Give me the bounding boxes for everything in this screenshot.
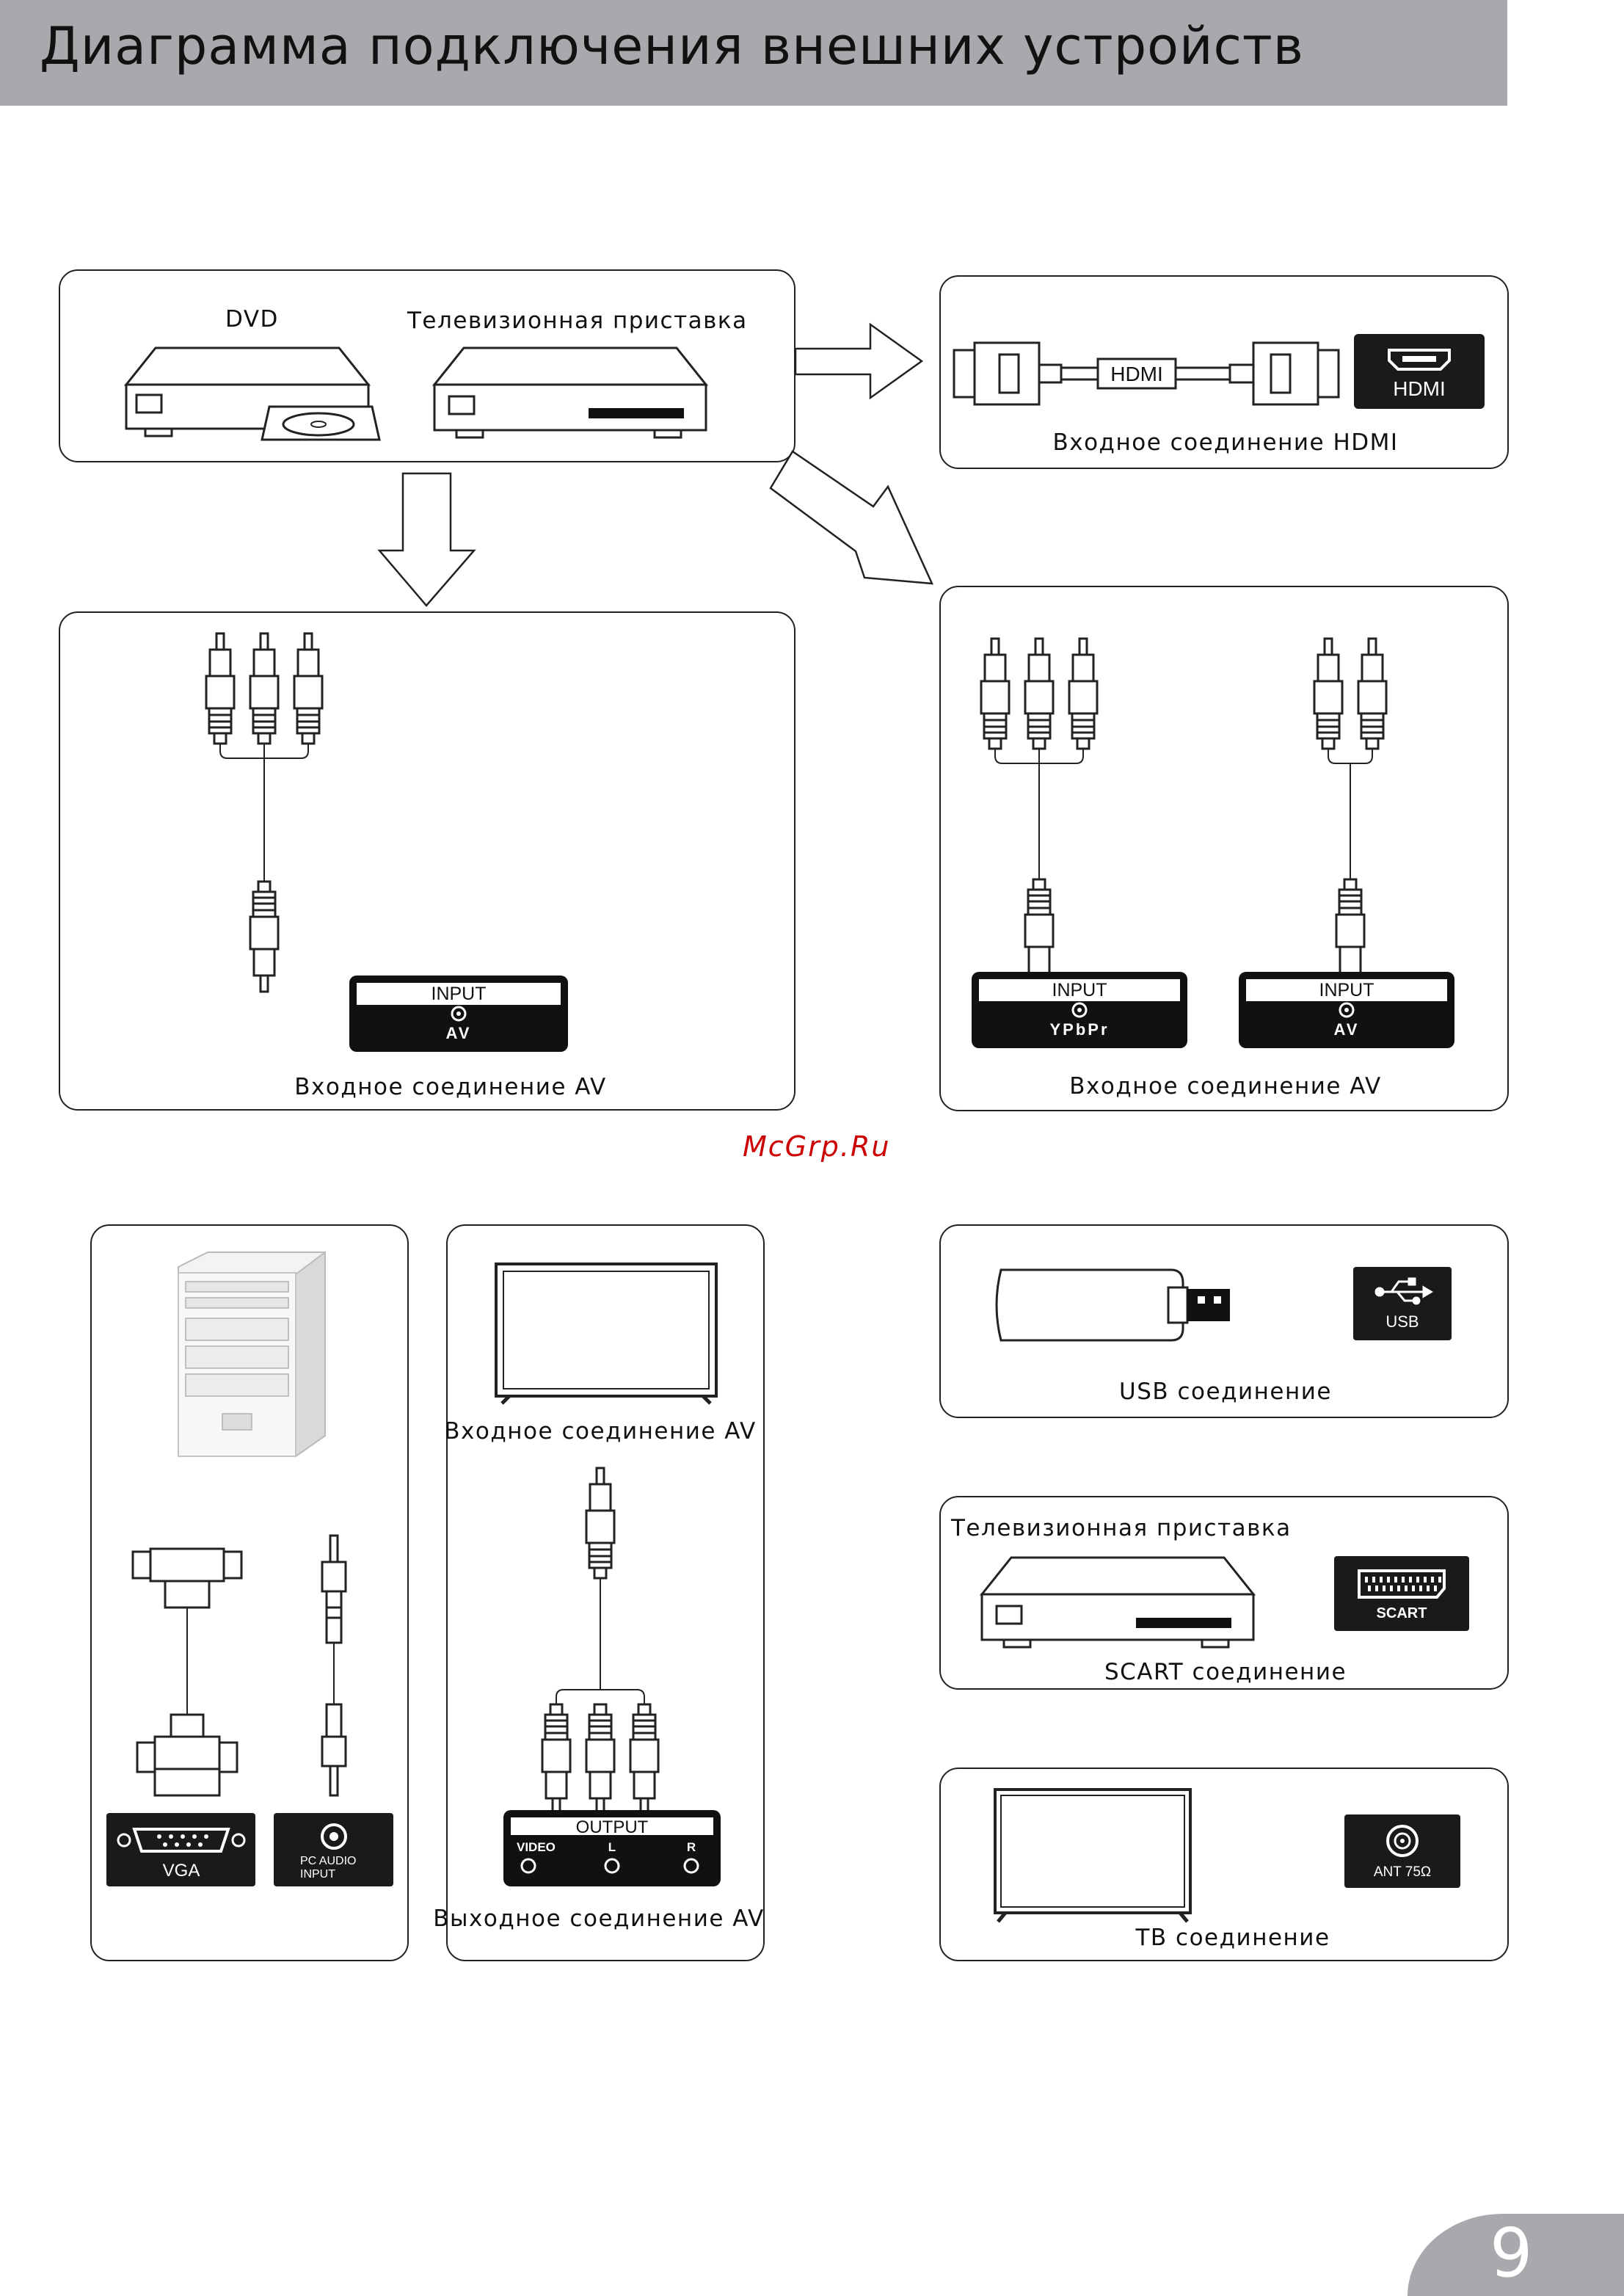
av-left-caption: Входное соединение AV	[294, 1074, 607, 1100]
usb-box: USB USB соединение	[939, 1224, 1509, 1418]
antenna-port-panel: ANT 75Ω	[1344, 1814, 1460, 1888]
page-number: 9	[1490, 2214, 1533, 2292]
av-output-r-label: R	[687, 1840, 696, 1854]
page-title: Диаграмма подключения внешних устройств	[40, 16, 1304, 76]
rca-plug-left	[205, 632, 236, 745]
usb-stick-illustration	[995, 1268, 1230, 1342]
hdmi-port-label: HDMI	[1393, 377, 1446, 400]
tv-illustration	[496, 1264, 724, 1411]
pc-box: VGA PC AUDIO INPUT	[90, 1224, 409, 1961]
page-header-bar: Диаграмма подключения внешних устройств	[0, 0, 1507, 106]
usb-port-panel: USB	[1353, 1267, 1452, 1340]
arrow-right	[794, 322, 924, 400]
usb-caption: USB соединение	[1119, 1378, 1332, 1405]
av-output-caption: Выходное соединение AV	[433, 1906, 765, 1932]
rca-plug-audio-r	[1357, 637, 1388, 750]
scart-port-icon	[1358, 1569, 1446, 1599]
sources-box: DVD Телевизионная приставка	[59, 269, 795, 462]
scart-stb-label: Телевизионная приставка	[951, 1515, 1292, 1541]
scart-port-label: SCART	[1377, 1605, 1427, 1621]
av-output-panel: OUTPUT VIDEO L R	[503, 1810, 721, 1886]
coax-jack-icon	[1386, 1825, 1419, 1857]
rca-plug-middle	[249, 632, 280, 745]
rca-plug-r	[629, 1703, 660, 1816]
pc-audio-port-panel: PC AUDIO INPUT	[274, 1813, 393, 1886]
ypbpr-cable-illustration	[980, 637, 1099, 991]
stb-label: Телевизионная приставка	[407, 308, 748, 334]
dvd-player-illustration	[123, 346, 381, 441]
av-output-cable-illustration	[541, 1467, 660, 1816]
ypbpr-input-panel: INPUT YPbPr	[972, 972, 1187, 1048]
tv-box: ANT 75Ω ТВ соединение	[939, 1768, 1509, 1961]
rca-plug-audio-l	[1313, 637, 1344, 750]
pc-audio-line1: PC AUDIO	[300, 1855, 356, 1867]
hdmi-cable-label: HDMI	[1110, 363, 1163, 385]
rca-plug-y	[980, 637, 1011, 750]
rca-plug-pr	[1068, 637, 1099, 750]
ypbpr-panel-bottom: YPbPr	[1049, 1020, 1109, 1039]
rca-plug-right	[293, 632, 324, 745]
av-cable-illustration	[205, 632, 324, 993]
tv-antenna-illustration	[994, 1788, 1192, 1923]
arrow-diagonal	[769, 450, 934, 585]
av-output-video-label: VIDEO	[517, 1840, 556, 1854]
vga-cable-illustration	[131, 1547, 243, 1797]
av-input-box-right: INPUT YPbPr INPUT AV Входное соединение …	[939, 586, 1509, 1111]
pc-tower-illustration	[178, 1251, 326, 1458]
av-right-caption: Входное соединение AV	[1069, 1073, 1382, 1100]
scart-caption: SCART соединение	[1104, 1659, 1347, 1685]
rca-plug-bottom	[249, 880, 280, 993]
ypbpr-panel-top: INPUT	[1052, 980, 1107, 1000]
av-output-top-caption: Входное соединение AV	[444, 1418, 757, 1445]
vga-port-panel: VGA	[106, 1813, 255, 1886]
hdmi-cable-illustration: HDMI	[953, 341, 1340, 406]
audio-cable-illustration	[1313, 637, 1388, 991]
rca-plug-l	[585, 1703, 616, 1816]
vga-port-label: VGA	[163, 1861, 200, 1881]
set-top-box-illustration	[433, 346, 707, 439]
tv-caption: ТВ соединение	[1135, 1925, 1330, 1951]
hdmi-caption: Входное соединение HDMI	[1052, 429, 1399, 456]
av-output-box: Входное соединение AV OUTPUT VIDEO L R В…	[433, 1224, 765, 1961]
av-output-l-label: L	[608, 1840, 616, 1854]
hdmi-box: HDMI HDMI Входное соединение HDMI	[939, 275, 1509, 469]
hdmi-port-panel: HDMI	[1354, 334, 1485, 409]
dvd-label: DVD	[225, 306, 279, 333]
hdmi-port-icon	[1388, 349, 1451, 371]
pc-audio-cable-illustration	[321, 1534, 347, 1797]
arrow-down	[377, 472, 476, 607]
av-input-panel-top: INPUT	[432, 984, 487, 1004]
rca-plug-video	[541, 1703, 572, 1816]
pc-audio-line2: INPUT	[300, 1868, 335, 1881]
watermark: McGrp.Ru	[743, 1130, 891, 1163]
rca-plug-pb	[1024, 637, 1055, 750]
audio-jack-icon	[321, 1823, 347, 1850]
av-input-panel: INPUT AV	[349, 976, 568, 1052]
scart-box: Телевизионная приставка SCART SCART соед…	[939, 1496, 1509, 1690]
av-input-panel-right: INPUT AV	[1239, 972, 1454, 1048]
usb-port-label: USB	[1386, 1312, 1419, 1331]
antenna-port-label: ANT 75Ω	[1374, 1864, 1431, 1880]
av-input-panel-bottom: AV	[446, 1024, 472, 1042]
av-right-panel-top: INPUT	[1319, 980, 1374, 1000]
av-input-box-left: INPUT AV Входное соединение AV	[59, 611, 795, 1111]
scart-port-panel: SCART	[1334, 1556, 1469, 1631]
vga-port-icon	[132, 1828, 230, 1853]
usb-icon	[1374, 1277, 1433, 1305]
av-output-panel-title: OUTPUT	[576, 1817, 649, 1837]
av-right-panel-bottom: AV	[1334, 1020, 1360, 1039]
scart-set-top-box-illustration	[980, 1556, 1255, 1649]
